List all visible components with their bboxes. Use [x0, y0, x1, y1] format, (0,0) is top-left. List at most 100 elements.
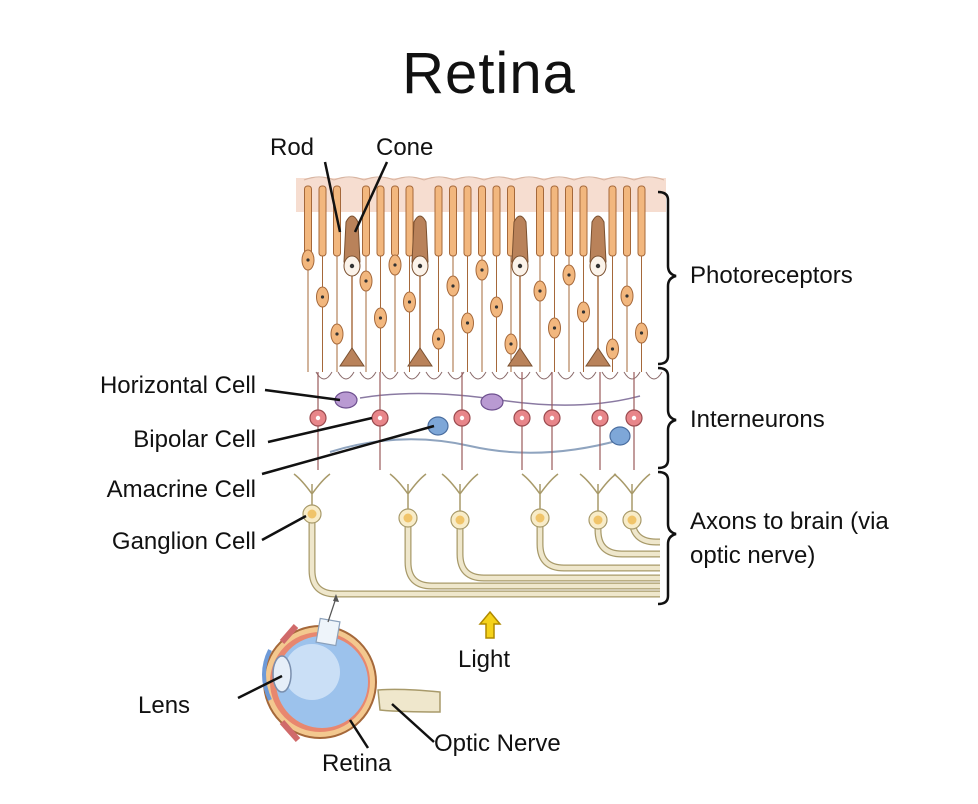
ganglion-dendrite: [441, 473, 479, 512]
bipolar-nucleus: [519, 415, 525, 421]
cone-pedicle: [507, 347, 533, 367]
interneuron-layer: [309, 371, 663, 470]
rod-outer-segment: [405, 185, 414, 257]
rod-nucleolus: [335, 332, 339, 336]
rod-pointer: [323, 161, 342, 233]
bipolar-pointer: [267, 416, 373, 444]
rod-nucleolus: [320, 295, 325, 299]
eye-illustration-icon: [262, 594, 441, 742]
rod-outer-segment: [449, 185, 457, 257]
photoreceptor-layer: [301, 185, 648, 372]
ganglion-dendrite: [579, 473, 617, 512]
axon-fiber: [537, 526, 660, 571]
ganglion-nucleus: [455, 515, 465, 525]
bipolar-cell-label: Bipolar Cell: [133, 426, 256, 453]
synapse-branch: [315, 371, 333, 380]
cone-nucleolus: [417, 263, 423, 269]
horizontal-cell-label: Horizontal Cell: [99, 372, 256, 399]
synapse-branch: [425, 371, 443, 380]
pigment-cell: [573, 176, 605, 181]
ganglion-cell-label: Ganglion Cell: [111, 528, 256, 555]
bipolar-nucleus: [597, 415, 603, 421]
axon-fiber: [309, 522, 660, 597]
amacrine-process: [329, 438, 621, 454]
light-arrow-icon: [478, 610, 502, 639]
rod-nucleolus: [480, 268, 484, 272]
rod-outer-segment: [362, 185, 370, 257]
ganglion-pointer: [261, 514, 307, 542]
rod-nucleolus: [364, 279, 368, 283]
interneurons-label: Interneurons: [690, 406, 825, 433]
cone-label: Cone: [376, 134, 434, 161]
cone-outer-segment: [343, 215, 361, 263]
pigment-cell: [303, 176, 335, 181]
rod-outer-segment: [304, 185, 312, 257]
pigment-cell: [483, 176, 515, 181]
rod-nucleolus: [378, 316, 383, 320]
rod-outer-segment: [463, 185, 472, 257]
ganglion-nucleus: [307, 509, 317, 519]
amacrine-cell: [427, 416, 449, 436]
ganglion-dendrite: [389, 473, 427, 510]
cone-outer-segment: [411, 215, 429, 263]
rod-nucleolus: [451, 284, 455, 288]
rod-outer-segment: [579, 185, 588, 257]
cone-nucleolus: [517, 263, 523, 269]
rod-nucleolus: [538, 289, 542, 293]
cone-pedicle: [585, 347, 611, 367]
cone-pointer: [353, 161, 389, 233]
ganglion-dendrite: [293, 473, 331, 506]
lens-label: Lens: [138, 692, 191, 719]
cone-outer-segment: [589, 215, 607, 263]
bipolar-nucleus: [377, 415, 383, 421]
ganglion-dendrite: [613, 473, 651, 512]
photoreceptors-bracket: [657, 190, 677, 366]
rod-outer-segment: [608, 185, 617, 257]
retina-pointer: [348, 719, 370, 749]
cone-pedicle: [339, 347, 365, 367]
amacrine-pointer: [261, 424, 435, 476]
pigment-cell: [543, 176, 575, 181]
rod-nucleolus: [393, 263, 397, 267]
rod-nucleolus: [581, 310, 586, 314]
rod-label: Rod: [270, 134, 315, 161]
synapse-branch: [337, 371, 355, 380]
optic-nerve-pointer: [391, 703, 435, 743]
rod-nucleolus: [436, 337, 441, 341]
bipolar-nucleus: [315, 415, 321, 421]
pigment-cell: [603, 176, 635, 181]
light-label: Light: [458, 646, 511, 673]
rod-nucleolus: [465, 321, 470, 325]
pigment-cell: [393, 176, 425, 181]
retina-label: Retina: [322, 750, 392, 777]
rod-outer-segment: [478, 185, 486, 257]
axons-label-line2: optic nerve): [690, 542, 816, 569]
ganglion-nucleus: [403, 513, 413, 523]
interneurons-bracket: [657, 366, 677, 470]
ganglion-dendrite: [521, 473, 559, 510]
bipolar-nucleus: [549, 415, 555, 421]
rod-nucleolus: [567, 273, 571, 277]
cone-nucleolus: [349, 263, 355, 269]
bipolar-nucleus: [459, 415, 465, 421]
rod-outer-segment: [637, 185, 646, 257]
synapse-branch: [557, 371, 575, 380]
axon-fiber: [405, 526, 660, 589]
amacrine-cell-label: Amacrine Cell: [106, 476, 256, 503]
synapse-branch: [623, 371, 641, 380]
ganglion-axons: [308, 517, 660, 598]
axon-fiber: [595, 528, 660, 557]
pigment-cell: [423, 176, 455, 181]
rod-nucleolus: [494, 305, 499, 309]
rod-nucleolus: [610, 347, 615, 351]
pigment-cell: [633, 176, 665, 181]
synapse-branch: [381, 371, 399, 380]
horizontal-cell: [480, 393, 504, 411]
rod-nucleolus: [407, 300, 412, 304]
synapse-branch: [403, 371, 421, 380]
rod-outer-segment: [536, 185, 544, 257]
rod-outer-segment: [434, 185, 443, 257]
rod-nucleolus: [509, 342, 513, 346]
synapse-branch: [359, 371, 377, 380]
